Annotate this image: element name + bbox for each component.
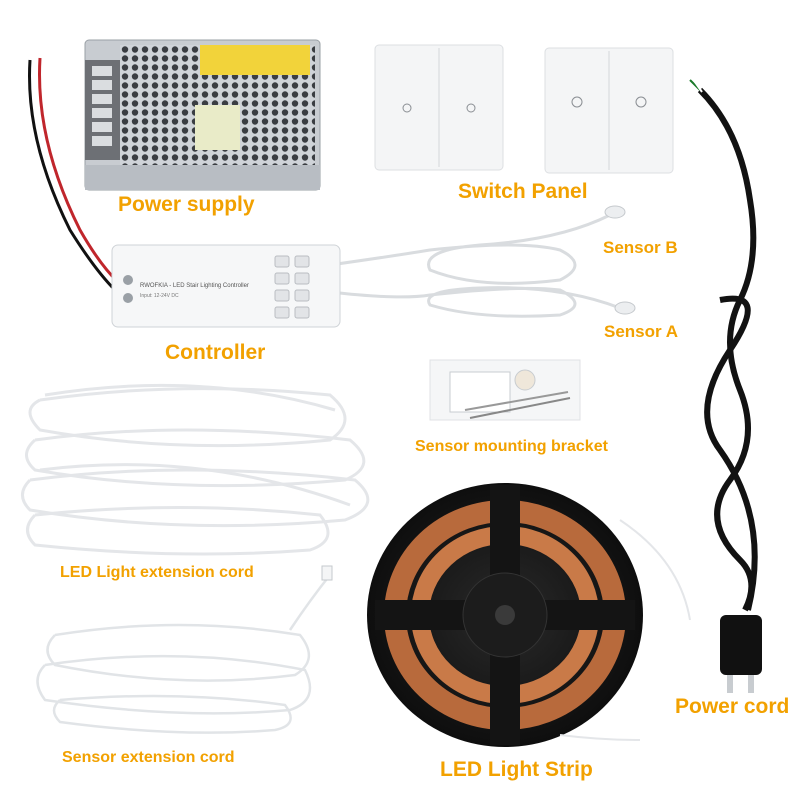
controller-input-text: Input: 12-24V DC <box>140 293 179 299</box>
power-supply <box>28 39 321 292</box>
controller-label: Controller <box>165 341 266 364</box>
switch-panel <box>374 44 674 174</box>
sensor-a-label: Sensor A <box>604 322 679 341</box>
controller-brand-text: RWOFKIA - LED Stair Lighting Controller <box>140 283 249 289</box>
led-extension-cord-label: LED Light extension cord <box>60 564 254 581</box>
controller: RWOFKIA - LED Stair Lighting Controller … <box>111 244 341 328</box>
power-cord <box>689 79 762 693</box>
power-supply-label: Power supply <box>118 193 255 216</box>
led-light-strip <box>367 483 691 747</box>
power-cord-label: Power cord <box>675 695 790 718</box>
sensor-cables <box>329 205 636 318</box>
sensor-extension-cord-label: Sensor extension cord <box>62 749 235 766</box>
led-light-extension-cord <box>21 383 370 556</box>
sensor-mounting-bracket-label: Sensor mounting bracket <box>415 438 608 455</box>
switch-panel-label: Switch Panel <box>458 180 588 203</box>
sensor-mounting-bracket <box>429 359 581 421</box>
led-light-strip-label: LED Light Strip <box>440 758 593 781</box>
sensor-extension-cord <box>36 565 333 734</box>
sensor-b-label: Sensor B <box>603 238 678 257</box>
